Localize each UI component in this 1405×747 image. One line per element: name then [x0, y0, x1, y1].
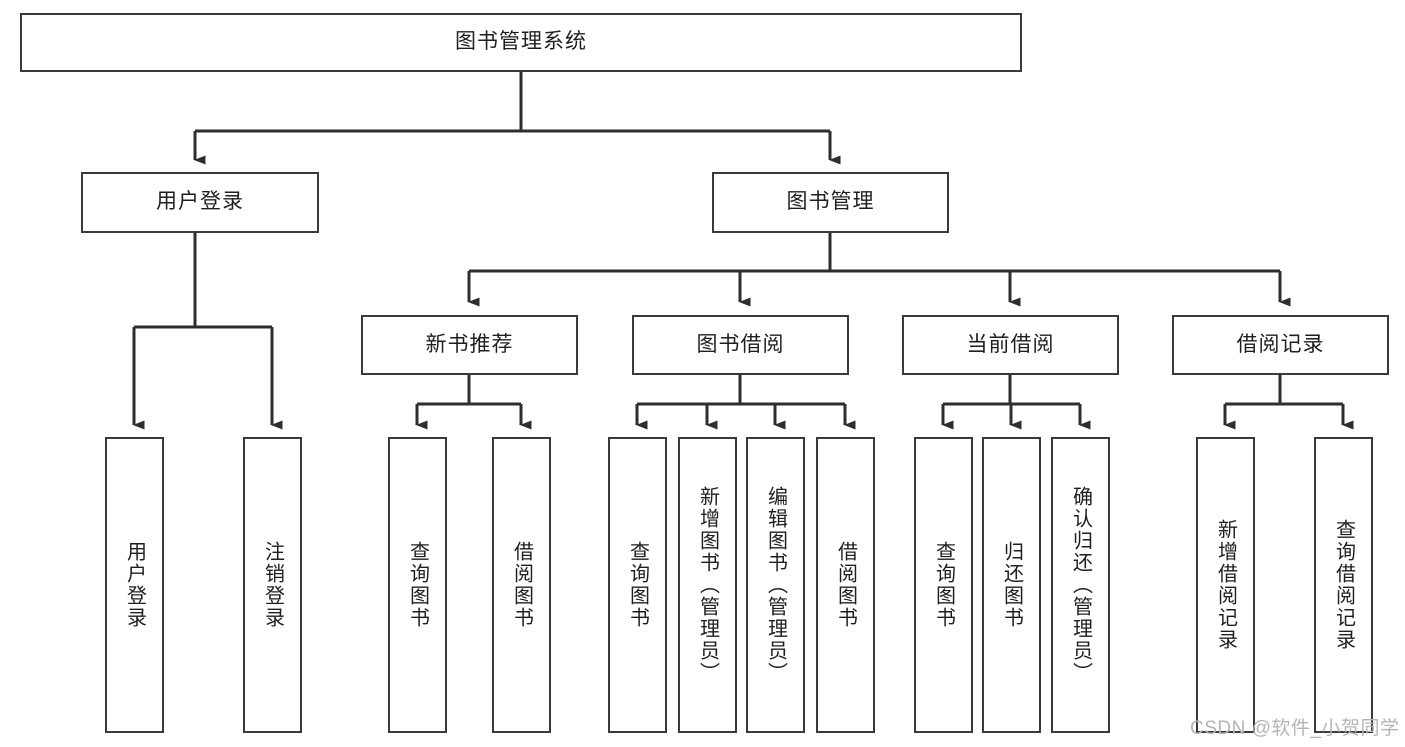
node-label: 图书管理系统	[455, 30, 587, 54]
node-label: 归还图书	[1000, 541, 1023, 629]
node-label: 借阅图书	[510, 541, 533, 629]
node-label: 编辑图书（管理员）	[764, 486, 787, 684]
watermark: CSDN @软件_小贺同学	[1190, 718, 1400, 739]
node-label: 查询借阅记录	[1332, 519, 1355, 651]
node-label: 查询图书	[406, 541, 429, 629]
node-label: 借阅图书	[834, 541, 857, 629]
node-label: 确认归还（管理员）	[1069, 486, 1092, 684]
node-label: 用户登录	[123, 541, 146, 629]
leaf-user-login-login[interactable]: 用户登录	[105, 437, 164, 733]
node-label: 注销登录	[261, 541, 284, 629]
node-label: 查询图书	[626, 541, 649, 629]
node-user-login[interactable]: 用户登录	[81, 172, 319, 233]
node-label: 新增借阅记录	[1214, 519, 1237, 651]
leaf-borrow-add-book-admin[interactable]: 新增图书（管理员）	[678, 437, 737, 733]
node-current-borrow[interactable]: 当前借阅	[902, 315, 1119, 375]
node-label: 新书推荐	[425, 332, 514, 356]
leaf-record-add-record[interactable]: 新增借阅记录	[1196, 437, 1255, 733]
node-label: 当前借阅	[966, 332, 1055, 356]
leaf-user-login-logout[interactable]: 注销登录	[243, 437, 302, 733]
leaf-new-book-borrow[interactable]: 借阅图书	[492, 437, 551, 733]
node-new-book-recommend[interactable]: 新书推荐	[361, 315, 578, 375]
leaf-current-confirm-return-admin[interactable]: 确认归还（管理员）	[1051, 437, 1110, 733]
leaf-borrow-borrow-book[interactable]: 借阅图书	[816, 437, 875, 733]
leaf-borrow-query-book[interactable]: 查询图书	[608, 437, 667, 733]
node-label: 图书借阅	[696, 332, 785, 356]
node-label: 用户登录	[156, 190, 244, 214]
node-label: 图书管理	[786, 190, 875, 214]
leaf-record-query-record[interactable]: 查询借阅记录	[1314, 437, 1373, 733]
leaf-new-book-query[interactable]: 查询图书	[388, 437, 447, 733]
leaf-current-query-book[interactable]: 查询图书	[914, 437, 973, 733]
node-borrow-record[interactable]: 借阅记录	[1172, 315, 1389, 375]
leaf-borrow-edit-book-admin[interactable]: 编辑图书（管理员）	[746, 437, 805, 733]
node-label: 借阅记录	[1236, 332, 1325, 356]
node-label: 查询图书	[932, 541, 955, 629]
node-book-borrow[interactable]: 图书借阅	[632, 315, 849, 375]
leaf-current-return-book[interactable]: 归还图书	[982, 437, 1041, 733]
node-label: 新增图书（管理员）	[696, 486, 719, 684]
node-book-management[interactable]: 图书管理	[712, 172, 949, 233]
node-book-management-system[interactable]: 图书管理系统	[20, 13, 1022, 72]
